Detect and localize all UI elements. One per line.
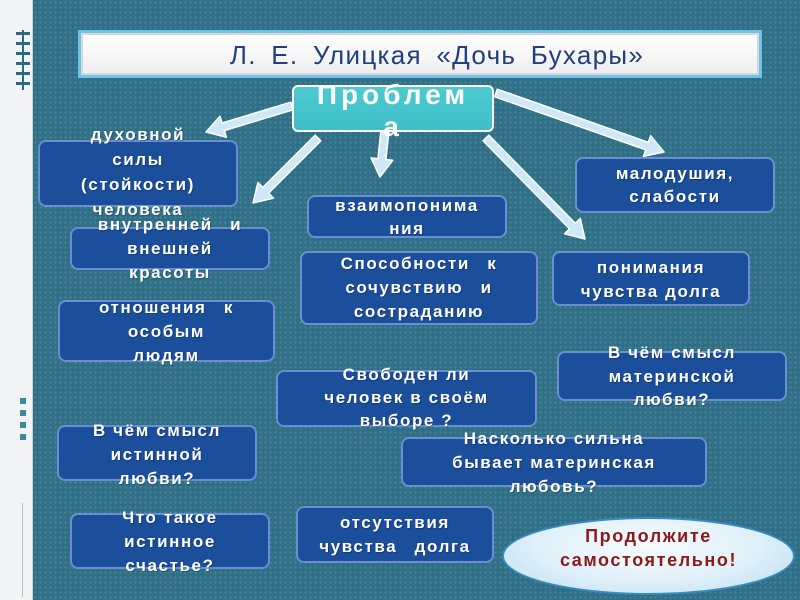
problem-label-line: Проблем bbox=[316, 79, 470, 110]
topic-text: отношения к особым людям bbox=[58, 296, 275, 368]
topic-true-love: В чём смысл истинной любви? bbox=[57, 421, 257, 488]
topic-line: человек в своём bbox=[324, 388, 489, 407]
callout-line: самостоятельно! bbox=[559, 550, 738, 570]
topic-text: отсутствия чувства долга bbox=[296, 511, 494, 559]
topic-line: бывает материнская bbox=[452, 453, 656, 472]
continue-callout-text: Продолжите самостоятельно! bbox=[504, 524, 793, 572]
decor-bar bbox=[22, 30, 24, 90]
callout-line: Продолжите bbox=[585, 526, 712, 546]
continue-callout: Продолжите самостоятельно! bbox=[502, 517, 795, 595]
topic-true-happiness: Что такое истинное счастье? bbox=[70, 508, 270, 575]
topic-line: слабости bbox=[629, 187, 721, 206]
topic-maternal-love-meaning: В чём смысл материнской любви? bbox=[557, 343, 787, 409]
topic-line: людям bbox=[133, 346, 200, 365]
arrow-to-sense-of-duty bbox=[482, 134, 586, 240]
topic-line: взаимопонима bbox=[335, 196, 479, 215]
decor-square bbox=[20, 398, 26, 404]
topic-line: чувства долга bbox=[319, 537, 471, 556]
topic-special-people: отношения к особым людям bbox=[58, 298, 275, 365]
topic-line: отношения к bbox=[98, 298, 235, 317]
topic-line: силы bbox=[112, 150, 164, 169]
topic-line: счастье? bbox=[125, 556, 215, 575]
topic-spiritual-strength: духовной силы (стойкости) человека bbox=[38, 125, 238, 219]
topic-line: красоты bbox=[129, 263, 211, 282]
topic-line: ния bbox=[389, 219, 425, 238]
topic-lack-of-duty: отсутствия чувства долга bbox=[296, 506, 494, 563]
topic-line: выборе ? bbox=[359, 411, 454, 430]
topic-line: особым bbox=[127, 322, 206, 341]
arrow-to-spiritual-strength bbox=[205, 101, 294, 139]
topic-line: В чём смысл bbox=[92, 421, 222, 440]
decor-square bbox=[20, 410, 26, 416]
topic-text: В чём смысл материнской любви? bbox=[557, 341, 787, 412]
topic-line: материнской bbox=[608, 366, 736, 386]
topic-text: Насколько сильна бывает материнская любо… bbox=[401, 427, 707, 499]
decor-square bbox=[20, 434, 26, 440]
topic-line: Способности к bbox=[340, 254, 498, 273]
problem-label-line: а bbox=[383, 111, 403, 142]
topic-line: любовь? bbox=[509, 477, 599, 496]
topic-cowardice: малодушия, слабости bbox=[575, 157, 775, 213]
topic-line: (стойкости) bbox=[81, 175, 195, 194]
topic-text: взаимопонима ния bbox=[307, 194, 507, 240]
topic-line: состраданию bbox=[353, 302, 485, 321]
topic-text: В чём смысл истинной любви? bbox=[57, 419, 257, 491]
topic-free-choice: Свободен ли человек в своём выборе ? bbox=[276, 365, 537, 430]
arrow-to-cowardice bbox=[493, 88, 665, 158]
title-box: Л. Е. Улицкая «Дочь Бухары» bbox=[78, 30, 762, 78]
decor-square bbox=[20, 422, 26, 428]
problem-box: Проблем а bbox=[292, 79, 494, 142]
topic-line: понимания bbox=[596, 258, 706, 277]
topic-mutual-understanding: взаимопонима ния bbox=[307, 195, 507, 238]
topic-line: малодушия, bbox=[615, 164, 735, 183]
topic-line: Насколько сильна bbox=[463, 429, 645, 448]
topic-line: В чём смысл bbox=[607, 343, 737, 362]
topic-text: внутренней и внешней красоты bbox=[70, 213, 270, 285]
topic-text: духовной силы (стойкости) человека bbox=[38, 122, 238, 222]
topic-line: любви? bbox=[118, 469, 196, 488]
topic-text: малодушия, слабости bbox=[575, 162, 775, 208]
topic-line: человека bbox=[92, 200, 184, 219]
topic-line: внешней bbox=[127, 239, 213, 258]
topic-line: любви? bbox=[633, 390, 711, 409]
topic-compassion: Способности к сочувствию и состраданию bbox=[300, 251, 538, 325]
arrow-to-mutual-understanding bbox=[370, 128, 394, 178]
topic-line: сочувствию и bbox=[345, 278, 493, 297]
problem-label: Проблем а bbox=[292, 79, 494, 143]
arrow-to-inner-outer-beauty bbox=[252, 134, 322, 204]
topic-line: Что такое bbox=[122, 508, 218, 527]
topic-maternal-love-strength: Насколько сильна бывает материнская любо… bbox=[401, 429, 707, 496]
topic-line: истинное bbox=[124, 532, 216, 551]
topic-text: Способности к сочувствию и состраданию bbox=[300, 252, 538, 324]
topic-text: Что такое истинное счастье? bbox=[70, 506, 270, 578]
topic-text: понимания чувства долга bbox=[552, 256, 750, 304]
topic-line: духовной bbox=[90, 125, 186, 144]
topic-line: внутренней и bbox=[97, 215, 243, 234]
topic-line: отсутствия bbox=[340, 513, 450, 532]
decor-line bbox=[22, 503, 23, 597]
topic-text: Свободен ли человек в своём выборе ? bbox=[276, 363, 537, 432]
page-title: Л. Е. Улицкая «Дочь Бухары» bbox=[229, 40, 645, 70]
topic-line: чувства долга bbox=[580, 282, 722, 301]
topic-sense-of-duty: понимания чувства долга bbox=[552, 251, 750, 306]
topic-line: истинной bbox=[110, 445, 204, 464]
slide-left-margin bbox=[0, 0, 33, 600]
topic-inner-outer-beauty: внутренней и внешней красоты bbox=[70, 215, 270, 282]
topic-line: Свободен ли bbox=[342, 365, 471, 384]
